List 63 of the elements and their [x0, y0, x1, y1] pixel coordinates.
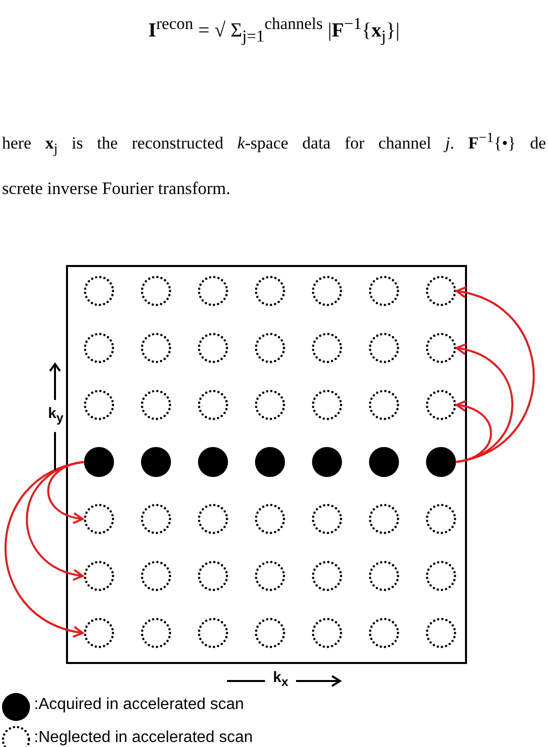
axis-label: k$_{y}$	[48, 405, 64, 425]
neglected-sample-circle	[424, 274, 458, 308]
neglected-sample-circle	[138, 388, 173, 422]
neglected-sample-circle	[252, 388, 287, 422]
neglected-sample-circle	[366, 559, 401, 593]
neglected-sample-circle	[82, 616, 116, 650]
neglected-sample-circle	[196, 331, 230, 365]
neglected-sample-circle	[82, 274, 116, 308]
neglected-sample-circle	[252, 559, 287, 593]
arrow	[455, 344, 514, 463]
neglected-sample-circle	[310, 616, 344, 650]
neglected-sample-circle	[82, 388, 116, 422]
neglected-sample-circle	[310, 559, 344, 593]
neglected-sample-circle	[196, 388, 230, 422]
body-text: here x$_{j}$ is the reconstructed k-space data for channel j. F$^{−1}${•} de	[2, 130, 546, 158]
neglected-sample-circle	[196, 616, 230, 650]
neglected-sample-circle	[196, 559, 230, 593]
neglected-sample-circle	[196, 502, 230, 536]
neglected-sample-circle	[138, 274, 173, 308]
neglected-sample-circle	[138, 616, 173, 650]
acquired-sample-dot	[196, 445, 230, 479]
arrow	[47, 461, 84, 524]
neglected-sample-circle	[424, 502, 458, 536]
neglected-sample-circle	[366, 616, 401, 650]
neglected-sample-circle	[424, 388, 458, 422]
neglected-sample-circle	[138, 559, 173, 593]
acquired-sample-dot	[366, 445, 401, 479]
neglected-sample-circle	[310, 331, 344, 365]
neglected-sample-circle	[252, 331, 287, 365]
neglected-sample-circle	[366, 331, 401, 365]
neglected-sample-circle	[310, 502, 344, 536]
acquired-sample-dot	[310, 445, 344, 479]
neglected-sample-circle	[82, 502, 116, 536]
acquired-sample-dot	[252, 445, 287, 479]
acquired-sample-dot	[82, 445, 116, 479]
axis-label: k$_{x}$	[273, 669, 288, 689]
arrow	[4, 461, 84, 637]
legend-label: :Neglected in accelerated scan	[34, 729, 253, 747]
acquired-sample-dot	[138, 445, 173, 479]
neglected-sample-circle	[252, 274, 287, 308]
neglected-sample-circle	[424, 616, 458, 650]
neglected-sample-circle	[138, 502, 173, 536]
legend-label: :Acquired in accelerated scan	[34, 696, 244, 714]
neglected-sample-circle	[366, 274, 401, 308]
arrow	[26, 461, 84, 580]
neglected-sample-circle	[424, 331, 458, 365]
neglected-sample-circle	[310, 274, 344, 308]
neglected-sample-circle	[82, 331, 116, 365]
neglected-sample-circle	[196, 274, 230, 308]
arrow	[455, 400, 492, 463]
neglected-sample-circle	[138, 331, 173, 365]
neglected-sample-circle	[252, 502, 287, 536]
neglected-sample-circle	[310, 388, 344, 422]
neglected-sample-circle	[366, 502, 401, 536]
neglected-sample-circle	[424, 559, 458, 593]
k-space-grid-frame	[66, 265, 467, 664]
neglected-sample-circle	[366, 388, 401, 422]
acquired-sample-dot	[424, 445, 458, 479]
neglected-sample-circle	[82, 559, 116, 593]
body-text: screte inverse Fourier transform.	[2, 178, 230, 199]
formula: I$^{recon}$ = √ Σ$_{j=1}$$^{channels}$ |F$^{−1}${x$_{j}$}|	[147, 14, 401, 47]
neglected-sample-circle	[252, 616, 287, 650]
arrow	[455, 287, 535, 463]
